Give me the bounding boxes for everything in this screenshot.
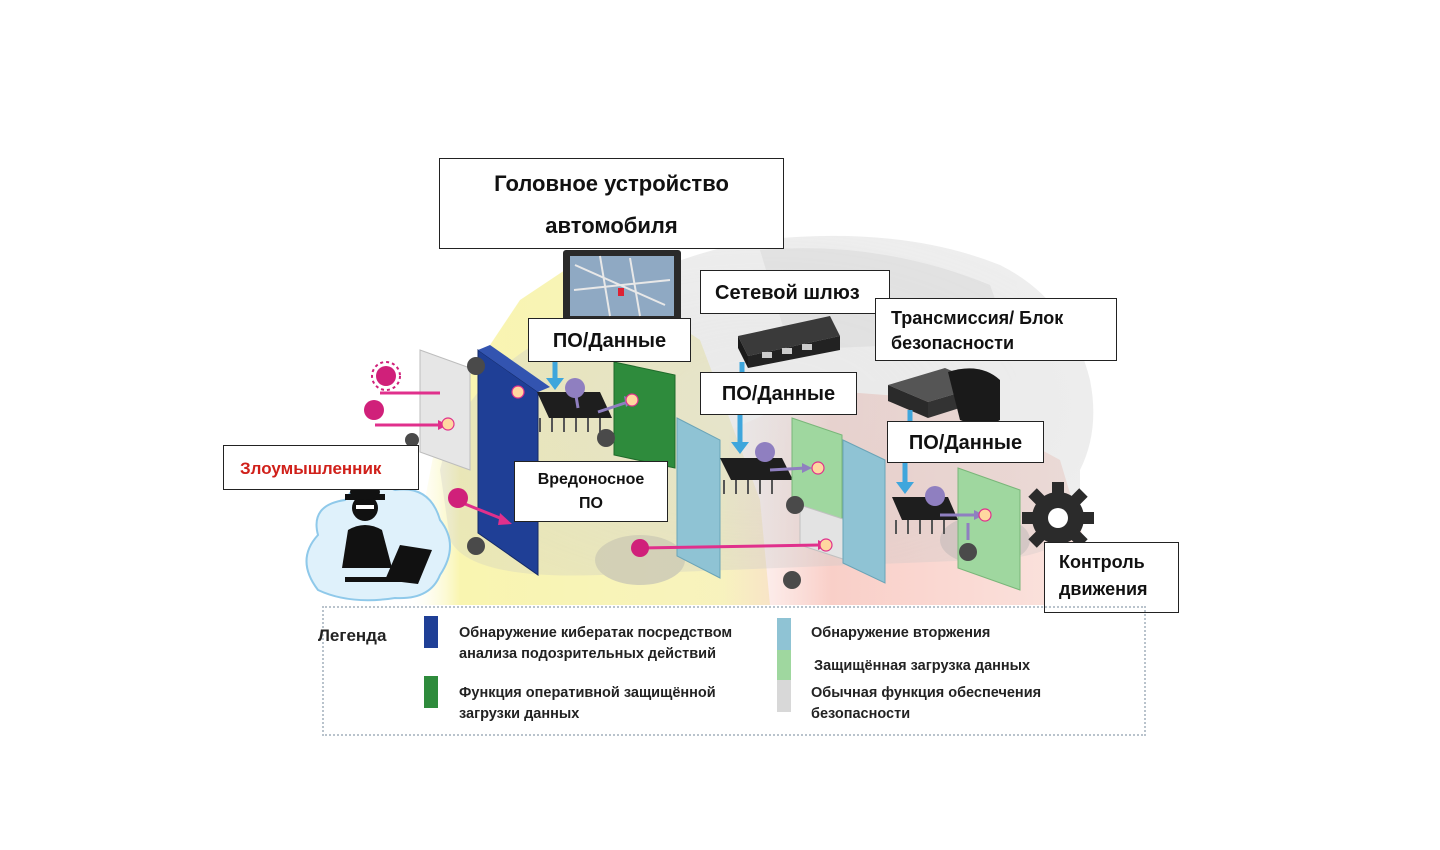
impact-icon: [441, 385, 992, 552]
data-arrows: [546, 362, 914, 494]
gateway-label: Сетевой шлюз: [700, 270, 890, 314]
legend-item-2-line2: загрузки данных: [459, 706, 580, 722]
legend-swatch-behavior-detection: [424, 616, 438, 648]
malware-label-line1: Вредоносное: [537, 471, 645, 488]
legend-item-4: Защищённая загрузка данных: [814, 656, 1030, 677]
chip-icon: [720, 458, 793, 494]
transmission-label-line1: Трансмиссия/ Блок: [891, 308, 1064, 328]
legend-title: Легенда: [318, 626, 387, 645]
legend-item-3-line1: Обнаружение вторжения: [811, 625, 991, 641]
legend: [322, 606, 1146, 736]
head-unit-label-line2: автомобиля: [545, 213, 678, 238]
chip-icon: [537, 392, 612, 432]
sw-data-label-3: ПО/Данные: [887, 421, 1044, 463]
legend-item-4-line1: Защищённая загрузка данных: [814, 658, 1031, 674]
attacker-label-text: Злоумышленник: [240, 459, 382, 478]
sw-data-label-3-text: ПО/Данные: [908, 432, 1023, 454]
plate-ordinary-1: [419, 349, 471, 471]
head-unit-label-line1: Головное устройство: [494, 171, 729, 196]
legend-swatch-ordinary-security: [777, 680, 791, 712]
legend-item-1-line2: анализа подозрительных действий: [459, 646, 717, 662]
legend-swatch-online-secure-load: [424, 676, 438, 708]
transmission-label: Трансмиссия/ Блок безопасности: [875, 298, 1117, 361]
gateway-device: [738, 316, 840, 368]
sw-data-label-1-text: ПО/Данные: [552, 330, 667, 352]
legend-item-5-line1: Обычная функция обеспечения: [811, 685, 1042, 701]
legend-item-2: Функция оперативной защищённой загрузки …: [459, 683, 716, 725]
sw-data-label-2-text: ПО/Данные: [721, 383, 836, 405]
motion-control-label-line1: Контроль: [1059, 552, 1145, 572]
malware-label: Вредоносное ПО: [514, 461, 668, 522]
plate-online-secure-load: [613, 361, 676, 469]
hacker-icon: [305, 483, 451, 602]
neutralized-virus-icon: [405, 357, 977, 589]
head-unit-screen: [563, 250, 681, 322]
plate-secure-load-2: [957, 467, 1021, 591]
legend-item-2-line1: Функция оперативной защищённой: [459, 685, 716, 701]
transmission-device: [888, 368, 1000, 425]
legend-item-1: Обнаружение кибератак посредством анализ…: [459, 623, 732, 665]
virus-icon: [364, 361, 945, 557]
motion-control-label-line2: движения: [1059, 579, 1148, 599]
legend-item-3: Обнаружение вторжения: [811, 623, 990, 644]
plate-intrusion-detection-2: [842, 439, 886, 584]
gateway-label-text: Сетевой шлюз: [715, 282, 860, 304]
sw-data-label-2: ПО/Данные: [700, 372, 857, 415]
head-unit-label: Головное устройство автомобиля: [439, 158, 784, 249]
legend-item-1-line1: Обнаружение кибератак посредством: [459, 625, 733, 641]
motion-control-label: Контроль движения: [1044, 542, 1179, 613]
transmission-label-line2: безопасности: [891, 333, 1015, 353]
attacker-label: Злоумышленник: [223, 445, 419, 490]
legend-swatch-secure-load: [777, 650, 791, 682]
legend-item-5-line2: безопасности: [811, 706, 911, 722]
malware-label-line2: ПО: [579, 495, 603, 512]
gear-icon: [1022, 482, 1094, 554]
plate-intrusion-detection-1: [676, 417, 721, 579]
legend-swatch-intrusion-detection: [777, 618, 791, 650]
sw-data-label-1: ПО/Данные: [528, 318, 691, 362]
legend-item-5: Обычная функция обеспечения безопасности: [811, 683, 1041, 725]
